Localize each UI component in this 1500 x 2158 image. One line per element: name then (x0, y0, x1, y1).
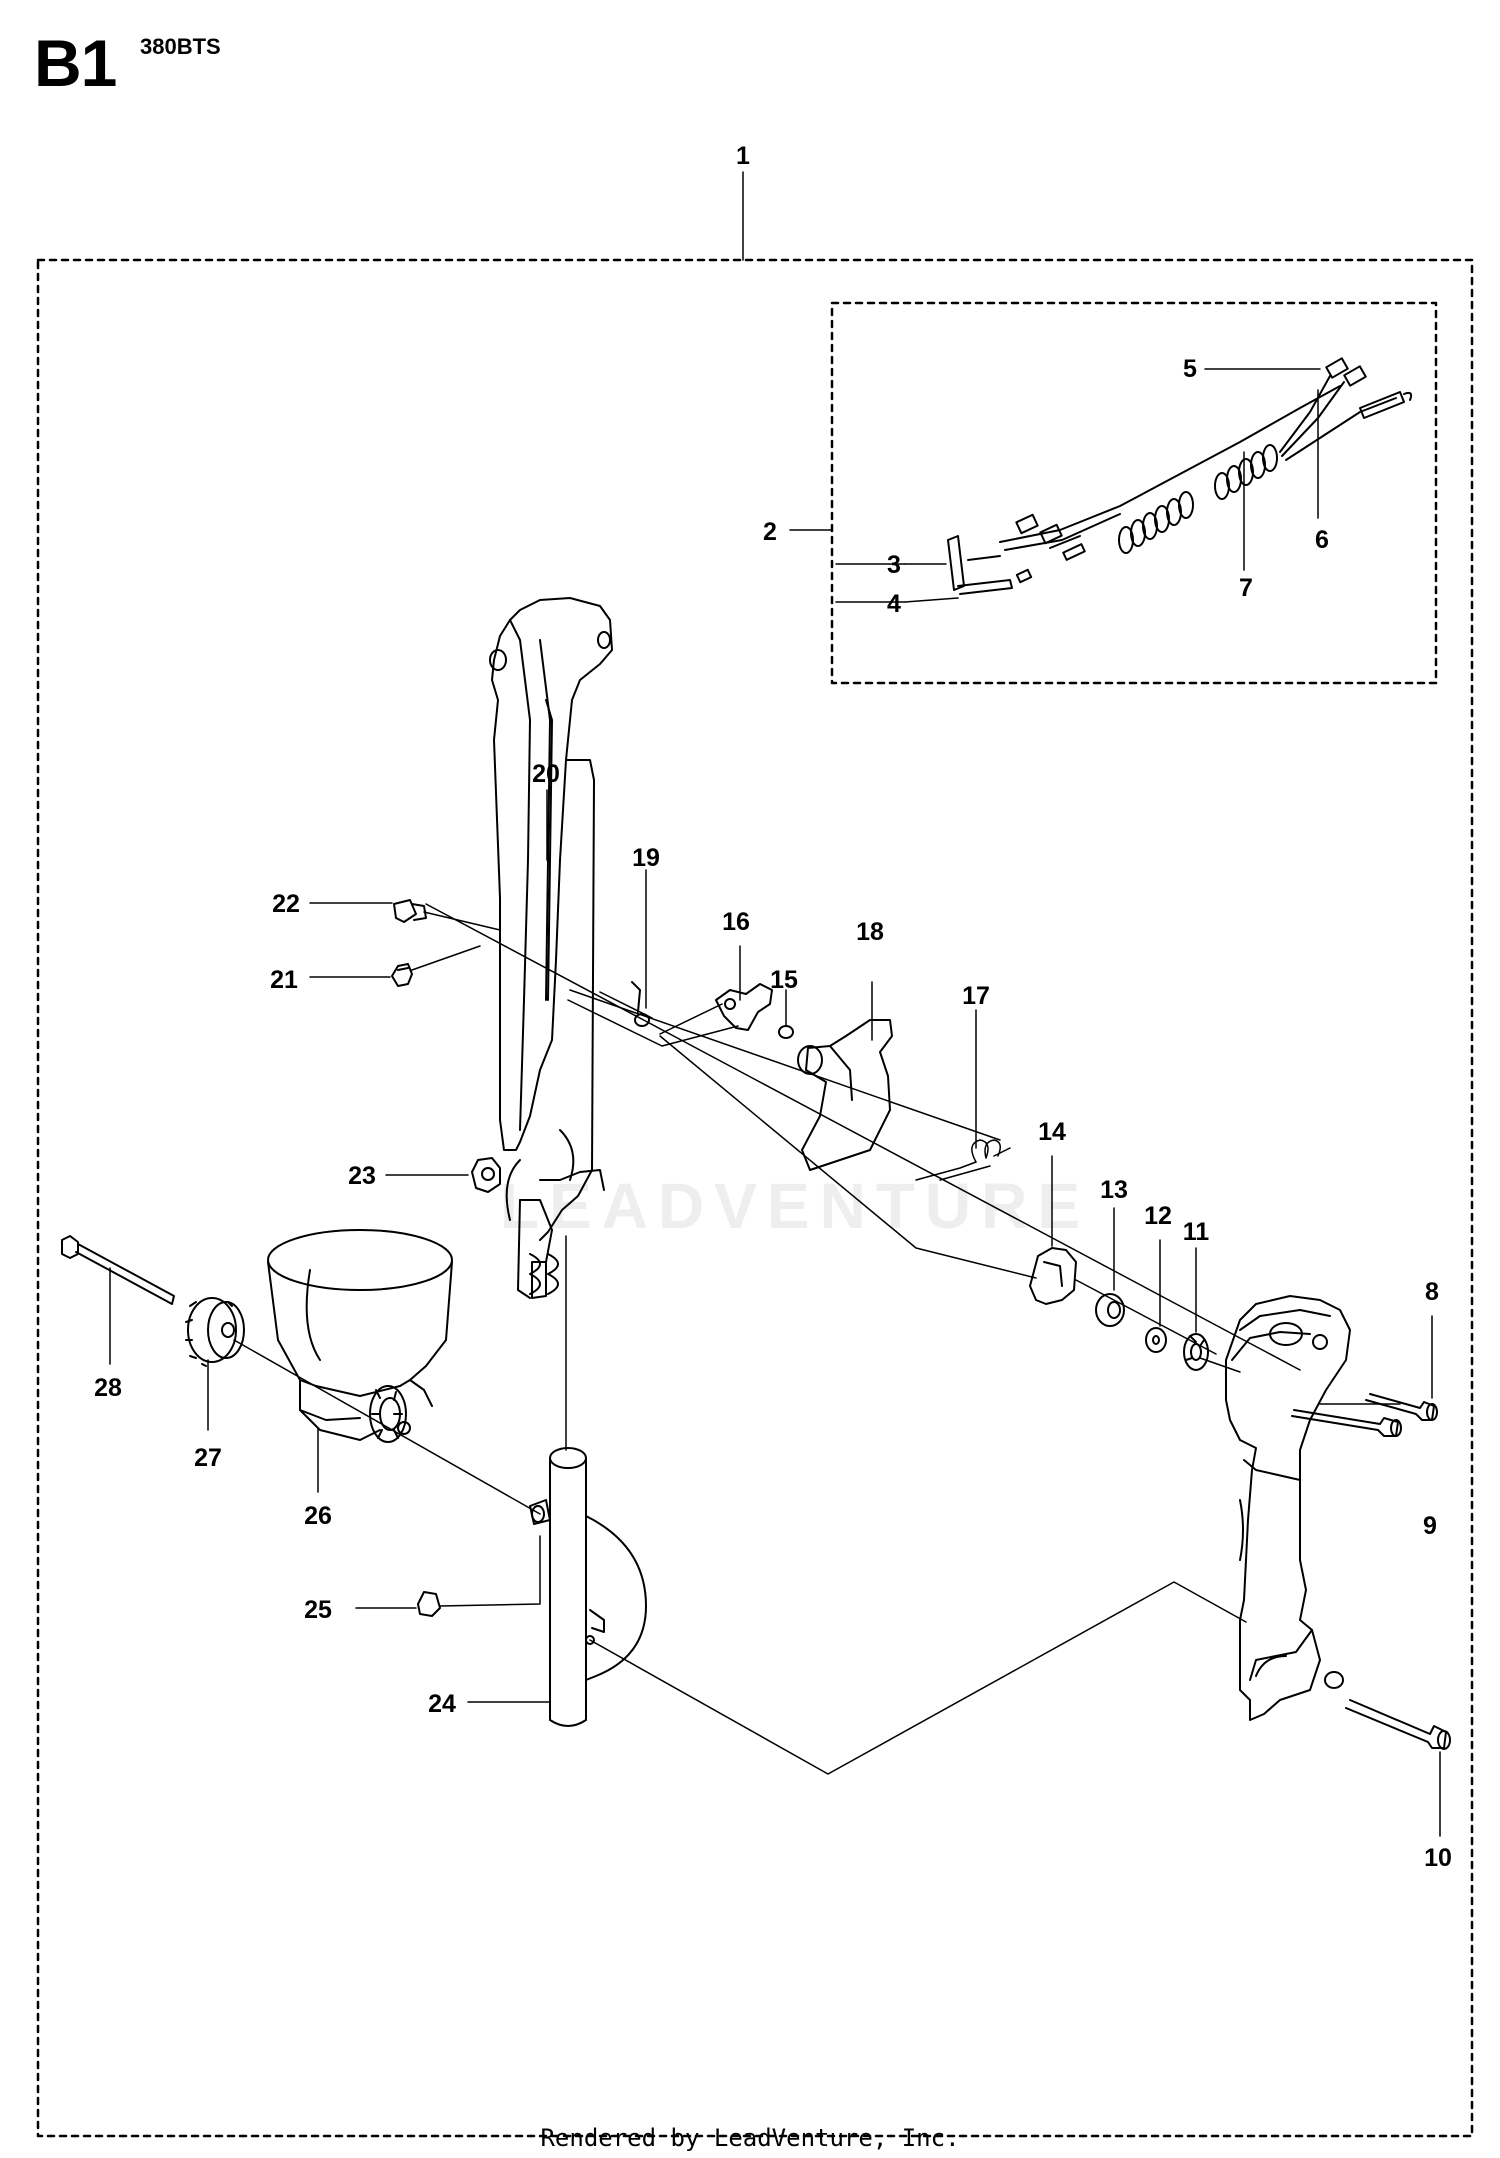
lock-washer-11 (1183, 1333, 1209, 1371)
bolt-8a (1365, 1393, 1438, 1421)
callout-24: 24 (428, 1690, 456, 1718)
nut-21 (391, 963, 413, 987)
screw-22 (393, 899, 427, 923)
callout-14: 14 (1038, 1118, 1066, 1146)
callout-5: 5 (1183, 355, 1197, 383)
callout-28: 28 (94, 1374, 122, 1402)
callout-27: 27 (194, 1444, 222, 1472)
callout-4: 4 (887, 590, 901, 618)
callout-6: 6 (1315, 526, 1329, 554)
washer-12 (1145, 1327, 1167, 1353)
tube (529, 1447, 647, 1727)
callout-1: 1 (736, 142, 750, 170)
small-lever (715, 983, 773, 1031)
callout-17: 17 (962, 982, 990, 1010)
long-bolt (61, 1235, 175, 1305)
callout-23: 23 (348, 1162, 376, 1190)
callout-20: 20 (532, 760, 560, 788)
callout-7: 7 (1239, 574, 1253, 602)
callout-22: 22 (272, 890, 300, 918)
callout-3: 3 (887, 551, 901, 579)
nut-25 (417, 1591, 441, 1617)
watermark-text: LEADVENTURE (500, 1170, 1090, 1242)
footer-credit: Rendered by LeadVenture, Inc. (540, 2124, 960, 2152)
torsion-spring (915, 1139, 1011, 1181)
diagram-code: B1 (34, 26, 117, 100)
callout-18: 18 (856, 918, 884, 946)
model-name: 380BTS (140, 34, 221, 59)
callout-10: 10 (1424, 1844, 1452, 1872)
callout-21: 21 (270, 966, 298, 994)
wire-harness (947, 357, 1413, 595)
bolt-10 (1345, 1699, 1451, 1750)
callout-labels: 1 2 3 4 5 6 7 8 9 10 11 12 13 14 15 16 1… (94, 142, 1452, 1872)
callout-26: 26 (304, 1502, 332, 1530)
tube-clamp (267, 1229, 453, 1443)
nut-23 (471, 1157, 501, 1193)
callout-11: 11 (1183, 1218, 1210, 1246)
right-handle (1225, 1295, 1351, 1721)
bushing-13 (1095, 1293, 1125, 1327)
bolt-8b (1291, 1409, 1402, 1437)
callout-9: 9 (1423, 1512, 1437, 1540)
callout-2: 2 (763, 518, 777, 546)
callout-25: 25 (304, 1596, 332, 1624)
callout-16: 16 (722, 908, 750, 936)
callout-19: 19 (632, 844, 660, 872)
callout-13: 13 (1100, 1176, 1128, 1204)
callout-8: 8 (1425, 1278, 1439, 1306)
handle-housing (489, 597, 613, 1299)
assembly-outline-1 (36, 258, 1474, 2138)
assembly-outline-2 (830, 301, 1438, 685)
knob (185, 1297, 245, 1367)
callout-15: 15 (770, 966, 798, 994)
throttle-trigger (797, 1019, 893, 1171)
switch-part-14 (1029, 1247, 1077, 1305)
callout-12: 12 (1144, 1202, 1172, 1230)
